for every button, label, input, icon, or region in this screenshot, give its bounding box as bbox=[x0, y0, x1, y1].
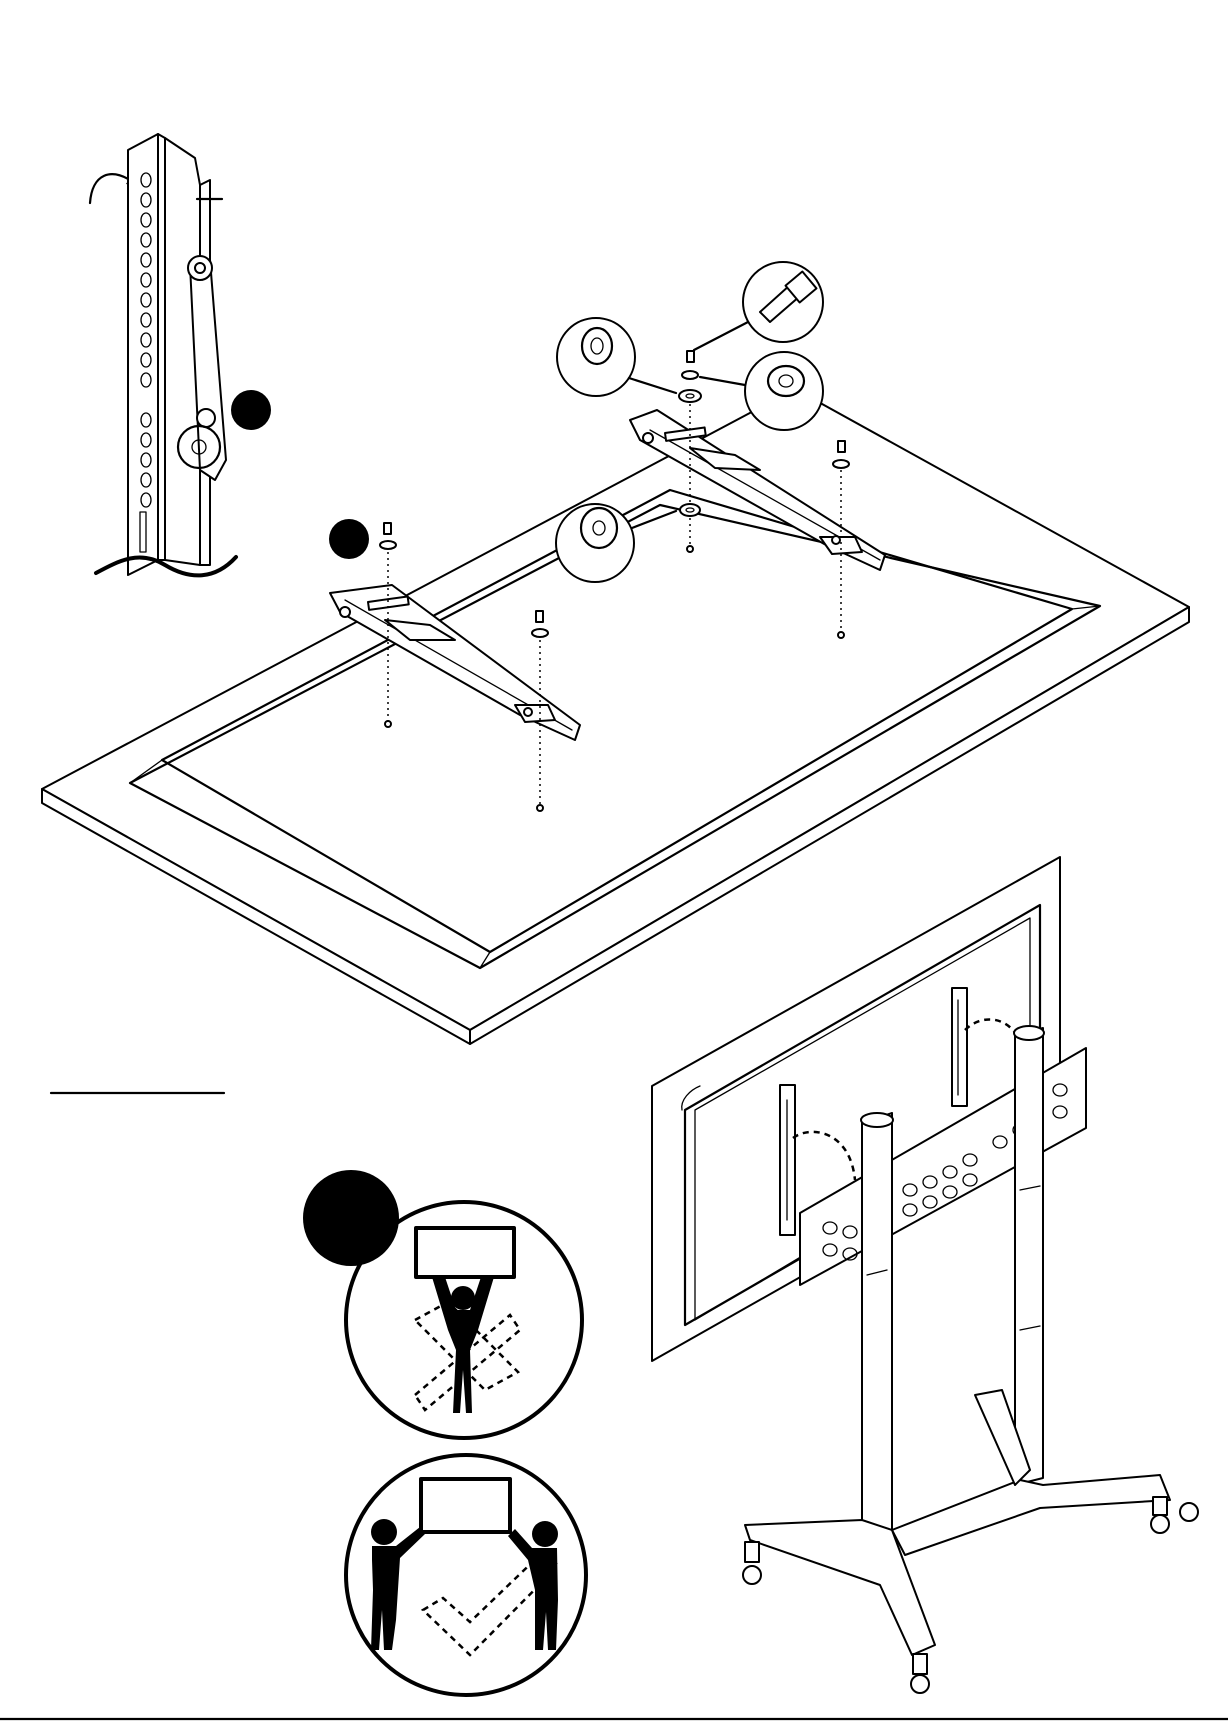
washer-icon bbox=[700, 352, 823, 430]
spacer-icon bbox=[557, 318, 676, 396]
mobile-stand-with-display bbox=[652, 857, 1198, 1693]
two-person-lift-warning bbox=[303, 1170, 586, 1695]
upright-column-detail bbox=[90, 134, 271, 575]
two-person-lift-check-icon bbox=[346, 1455, 586, 1695]
bolt-icon bbox=[694, 262, 823, 350]
one-person-lift-cross-icon bbox=[346, 1202, 582, 1438]
